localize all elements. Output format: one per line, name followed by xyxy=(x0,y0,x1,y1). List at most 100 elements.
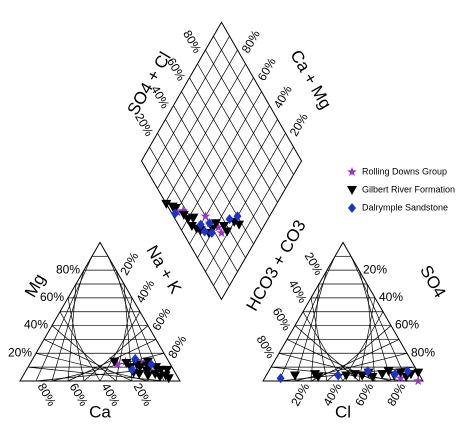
cation-left-tick-label: 60% xyxy=(40,290,64,304)
cation-bottom-tick-label: 20% xyxy=(131,381,155,409)
gilbert-river-formation-point xyxy=(143,357,153,367)
gilbert-river-formation-point xyxy=(163,374,174,384)
cation-triangle-gridline xyxy=(35,352,149,382)
anion-bottom-tick-label: 20% xyxy=(288,380,312,408)
rolling-downs-group-point xyxy=(395,373,406,383)
gilbert-river-formation-point xyxy=(186,221,197,231)
gilbert-river-formation-point xyxy=(413,368,424,378)
dalrymple-sandstone-point xyxy=(207,227,216,238)
dalrymple-sandstone-point xyxy=(391,369,399,380)
cation-right-tick-label: 60% xyxy=(149,305,173,333)
gilbert-river-formation-point xyxy=(109,357,120,367)
legend-marker-dalrymple-sandstone xyxy=(348,203,356,213)
legend-label-gilbert-river-formation: Gilbert River Formation xyxy=(362,184,455,194)
cation-triangle-gridline xyxy=(27,366,165,382)
gilbert-river-formation-point xyxy=(313,372,324,382)
gilbert-river-formation-point xyxy=(377,370,388,380)
cation-axis-label-ca: Ca xyxy=(89,402,111,421)
cation-right-tick-label: 40% xyxy=(133,277,157,305)
gilbert-river-formation-point xyxy=(170,203,181,213)
diamond-axis-label-camg: Ca + Mg xyxy=(286,47,335,113)
legend-marker-rolling-downs-group xyxy=(347,167,357,176)
diamond-upper-right-tick-label: 60% xyxy=(255,55,279,83)
gilbert-river-formation-point xyxy=(383,367,394,377)
anion-bottom-tick-label: 80% xyxy=(384,380,408,408)
rolling-downs-group-point xyxy=(216,227,227,237)
diamond-upper-right-tick-label: 20% xyxy=(287,111,311,139)
anion-left-tick-label: 40% xyxy=(286,278,310,306)
diamond-axis-label-so4cl: SO4 + Cl xyxy=(124,49,175,119)
anion-right-tick-label: 60% xyxy=(395,318,419,332)
tick-label-layer: 20%40%60%80%80%60%40%20%20%40%60%80%80%6… xyxy=(8,27,435,408)
anion-axis-label-cl: Cl xyxy=(335,402,351,421)
rolling-downs-group-point xyxy=(213,222,224,232)
diamond-gridline xyxy=(213,35,294,175)
cation-triangle-grid xyxy=(19,241,181,382)
cation-triangle-gridline xyxy=(59,311,101,382)
cation-left-tick-label: 80% xyxy=(56,262,80,276)
gilbert-river-formation-point xyxy=(218,221,229,231)
diamond-gridline xyxy=(165,63,246,203)
gilbert-river-formation-point xyxy=(357,371,368,381)
dalrymple-sandstone-point xyxy=(363,366,372,377)
cation-triangle-gridline xyxy=(107,256,165,382)
cation-bottom-tick-label: 80% xyxy=(35,381,59,409)
cation-triangle-frame xyxy=(19,241,181,382)
gilbert-river-formation-point xyxy=(182,215,193,225)
anion-triangle-gridline xyxy=(358,297,376,382)
cation-right-tick-label: 20% xyxy=(117,250,141,278)
diamond-gridline xyxy=(197,63,278,203)
gilbert-river-formation-point xyxy=(188,213,199,223)
gilbert-river-formation-point xyxy=(290,371,300,381)
anion-triangle-frame xyxy=(262,241,424,382)
dalrymple-sandstone-point xyxy=(147,359,156,370)
diamond-gridline xyxy=(173,77,254,217)
gilbert-river-formation-point xyxy=(395,368,406,378)
gilbert-river-formation-point xyxy=(234,220,245,230)
cation-left-tick-label: 20% xyxy=(8,345,32,359)
gilbert-river-formation-point xyxy=(195,226,206,236)
rolling-downs-group-point xyxy=(413,376,423,385)
gilbert-river-formation-point xyxy=(162,365,173,375)
anion-left-tick-label: 20% xyxy=(302,250,326,278)
cation-bottom-tick-label: 60% xyxy=(67,381,91,409)
gilbert-river-formation-point xyxy=(350,370,360,380)
anion-triangle-gridline xyxy=(358,270,392,382)
cation-triangle-gridline xyxy=(51,325,117,382)
cation-left-tick-label: 40% xyxy=(24,318,48,332)
diamond-gridline xyxy=(157,49,238,189)
dalrymple-sandstone-point xyxy=(334,370,343,381)
gilbert-river-formation-point xyxy=(134,370,145,380)
anion-left-tick-label: 60% xyxy=(270,305,294,333)
cation-right-tick-label: 80% xyxy=(165,333,189,361)
anion-right-tick-label: 40% xyxy=(379,290,403,304)
anion-left-tick-label: 80% xyxy=(254,333,278,361)
diamond-gridline xyxy=(149,35,230,175)
gilbert-river-formation-point xyxy=(341,371,352,381)
dalrymple-sandstone-point xyxy=(196,219,205,230)
diamond-gridline xyxy=(181,91,262,231)
anion-bottom-tick-label: 60% xyxy=(352,380,376,408)
diamond-upper-right-tick-label: 40% xyxy=(271,83,295,111)
dalrymple-sandstone-point xyxy=(233,211,242,222)
dalrymple-sandstone-point xyxy=(205,218,214,229)
anion-triangle-gridline xyxy=(342,311,384,382)
diamond-upper-left-tick-label: 80% xyxy=(180,28,204,56)
anion-axis-label-so4: SO4 xyxy=(416,262,449,301)
gilbert-river-formation-point xyxy=(161,199,172,209)
anion-right-tick-label: 80% xyxy=(411,345,435,359)
cation-triangle-gridline xyxy=(43,339,133,382)
gilbert-river-formation-point xyxy=(143,371,153,381)
anion-triangle-gridline xyxy=(302,311,344,382)
diamond-gridline xyxy=(205,49,286,189)
dalrymple-sandstone-point xyxy=(276,373,285,384)
gilbert-river-formation-point xyxy=(155,372,165,382)
legend-label-dalrymple-sandstone: Dalrymple Sandstone xyxy=(362,202,448,212)
dalrymple-sandstone-point xyxy=(171,208,180,219)
anion-right-tick-label: 20% xyxy=(363,262,387,276)
rolling-downs-group-point xyxy=(112,359,123,369)
anion-triangle-gridline xyxy=(350,256,408,382)
diamond-gridline xyxy=(189,77,270,217)
data-point-layer xyxy=(109,199,424,385)
